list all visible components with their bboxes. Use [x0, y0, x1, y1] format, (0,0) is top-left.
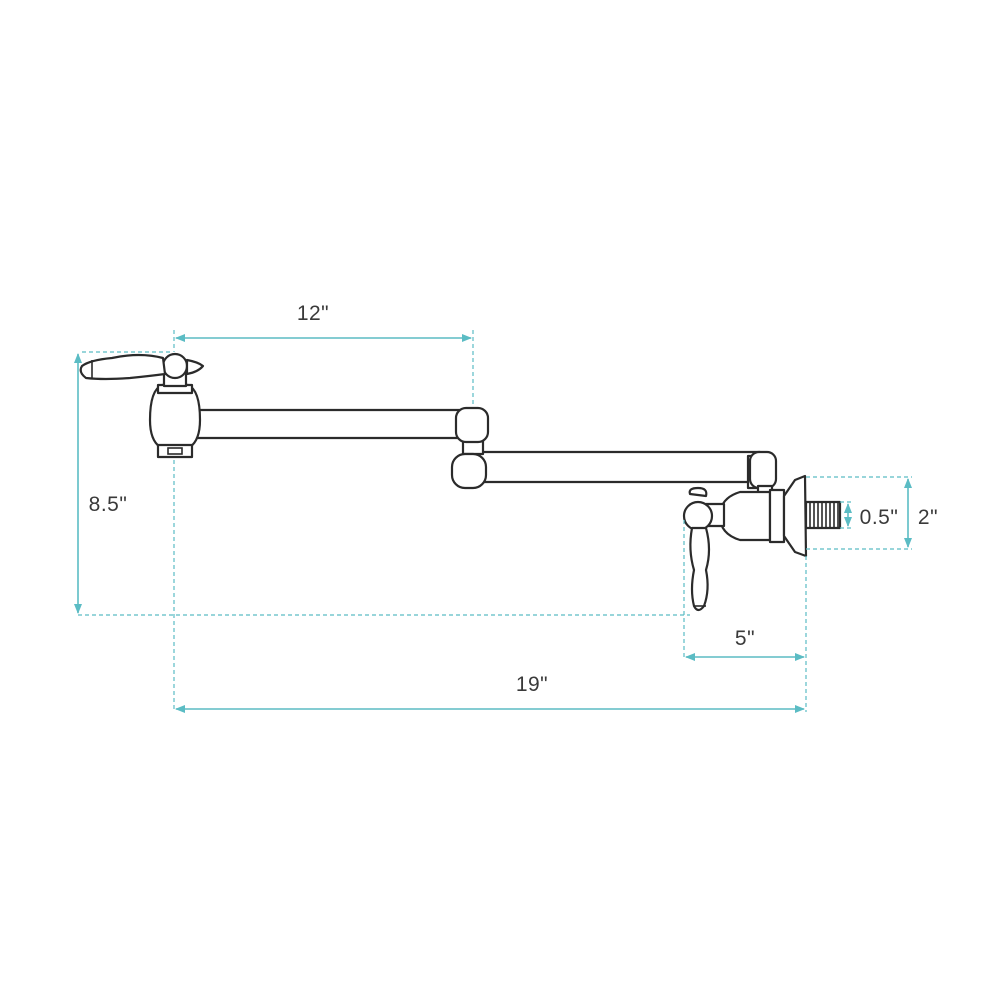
threaded-pipe	[804, 500, 842, 530]
faucet-drawing	[79, 352, 842, 612]
arm-length-label: 12"	[297, 302, 329, 325]
middle-swivel-joint	[450, 406, 490, 490]
total-reach-label: 19"	[516, 673, 548, 696]
upper-arm	[188, 408, 474, 440]
pipe-thread-label: 0.5"	[860, 506, 899, 529]
height-label: 8.5"	[89, 493, 128, 516]
flange-label: 2"	[918, 506, 938, 529]
dimension-guides	[78, 330, 912, 712]
spout-lever-handle	[79, 353, 205, 381]
wall-to-valve-label: 5"	[735, 627, 755, 650]
wall-elbow-joint	[746, 450, 778, 490]
lower-arm	[468, 450, 762, 484]
dimension-lines	[74, 334, 912, 713]
dimension-labels: 12" 8.5" 5" 19" 0.5" 2"	[89, 302, 938, 696]
wall-lever-handle	[682, 486, 726, 612]
wall-valve	[718, 474, 808, 558]
